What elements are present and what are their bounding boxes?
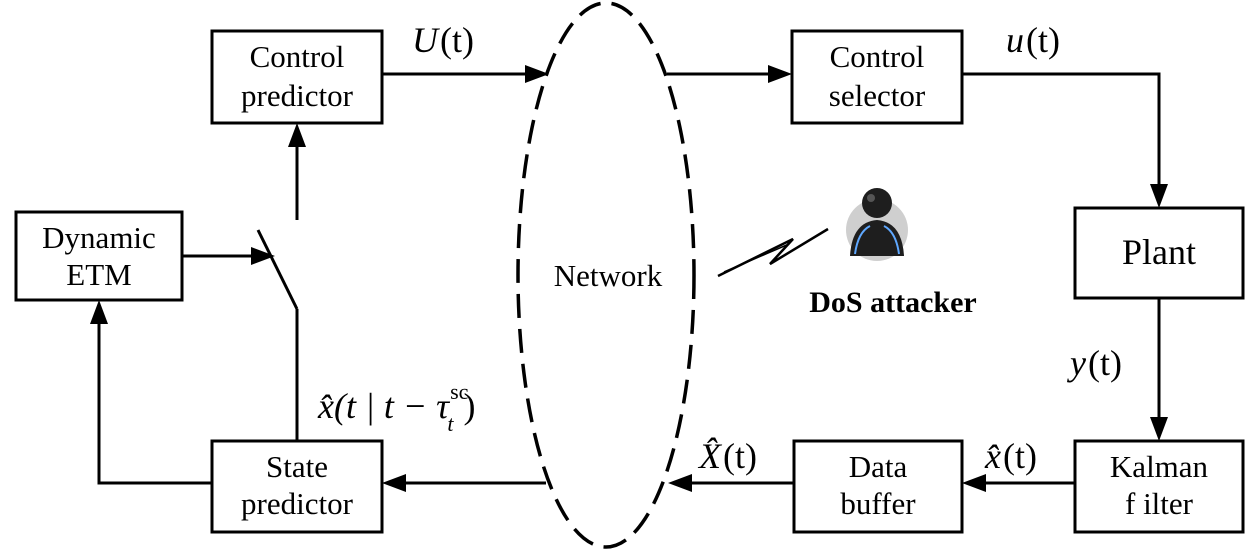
- state-predictor-label-1: State: [266, 449, 328, 484]
- kalman-filter-block: Kalman f ilter: [1073, 439, 1245, 534]
- arrow-state-predictor-to-etm: [90, 300, 212, 485]
- arrow-plant-to-kalman: [1150, 298, 1168, 441]
- dos-attack-lightning-icon: [717, 227, 829, 278]
- dynamic-etm-label-1: Dynamic: [42, 220, 156, 255]
- signal-U-label: U(t): [412, 20, 474, 60]
- signal-xhat-label: x̂(t): [984, 436, 1037, 476]
- event-trigger-switch: [256, 229, 299, 310]
- dynamic-etm-block: Dynamic ETM: [14, 210, 184, 302]
- arrow-network-to-state-predictor: [382, 474, 546, 492]
- control-predictor-label-2: predictor: [241, 78, 354, 113]
- arrow-data-buffer-to-network: [668, 474, 794, 492]
- kalman-filter-label-2: f ilter: [1125, 486, 1194, 521]
- kalman-filter-label-1: Kalman: [1110, 449, 1209, 484]
- data-buffer-label-2: buffer: [840, 486, 916, 521]
- signal-Xhat-label: X̂(t): [697, 436, 757, 476]
- attacker-person-icon: [846, 188, 908, 261]
- arrow-control-selector-to-plant: [962, 72, 1168, 208]
- control-predictor-block: Control predictor: [210, 29, 384, 125]
- arrow-etm-to-switch: [182, 247, 275, 265]
- network-cloud: Network: [516, 1, 696, 549]
- signal-y-label: y(t): [1067, 343, 1122, 383]
- dynamic-etm-label-2: ETM: [66, 257, 131, 292]
- attacker-label: DoS attacker: [809, 286, 976, 319]
- plant-block: Plant: [1073, 206, 1245, 300]
- signal-u-label: u(t): [1006, 20, 1060, 60]
- control-predictor-label-1: Control: [250, 39, 345, 74]
- data-buffer-block: Data buffer: [792, 439, 964, 534]
- state-predictor-block: State predictor: [210, 439, 384, 534]
- state-predictor-label-2: predictor: [241, 486, 354, 521]
- arrow-control-predictor-to-network: [382, 65, 549, 83]
- control-selector-label-1: Control: [830, 39, 925, 74]
- plant-label: Plant: [1122, 232, 1196, 272]
- arrow-network-to-control-selector: [667, 65, 792, 83]
- network-label: Network: [554, 258, 663, 293]
- arrow-switch-to-control-predictor: [288, 123, 306, 220]
- arrow-kalman-to-data-buffer: [962, 474, 1075, 492]
- control-selector-block: Control selector: [790, 29, 964, 125]
- data-buffer-label-1: Data: [849, 449, 908, 484]
- control-selector-label-2: selector: [829, 78, 926, 113]
